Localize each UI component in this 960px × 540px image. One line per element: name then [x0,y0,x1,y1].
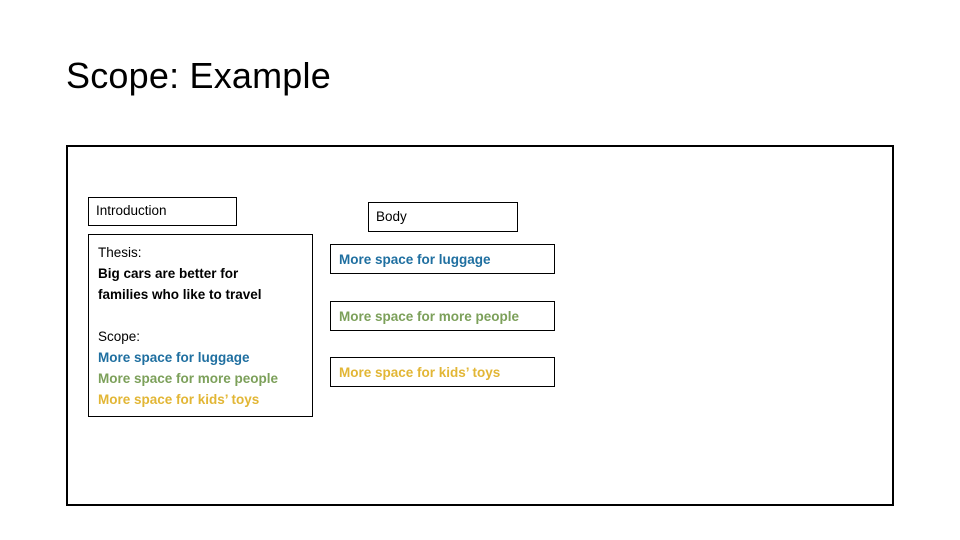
scope-item-more-people: More space for more people [98,371,279,386]
column-header-introduction: Introduction [88,197,237,226]
thesis-line-2: families who like to travel [98,287,262,302]
body-point-box-more-people: More space for more people [330,301,555,331]
body-point-box-luggage: More space for luggage [330,244,555,274]
scope-item-kids-toys: More space for kids’ toys [98,392,260,407]
thesis-label: Thesis: [98,245,142,260]
column-header-introduction-label: Introduction [96,203,167,219]
body-point-box-kids-toys: More space for kids’ toys [330,357,555,387]
body-point-label-luggage: More space for luggage [339,251,491,267]
introduction-content-box: Thesis: Big cars are better for families… [88,234,313,417]
thesis-line-1: Big cars are better for [98,266,239,281]
scope-label: Scope: [98,329,141,344]
body-point-label-more-people: More space for more people [339,308,520,324]
scope-item-luggage: More space for luggage [98,350,250,365]
page-title: Scope: Example [66,55,331,96]
column-header-body: Body [368,202,518,232]
column-header-body-label: Body [376,208,407,224]
body-point-label-kids-toys: More space for kids’ toys [339,364,501,380]
content-spacer [98,305,304,326]
